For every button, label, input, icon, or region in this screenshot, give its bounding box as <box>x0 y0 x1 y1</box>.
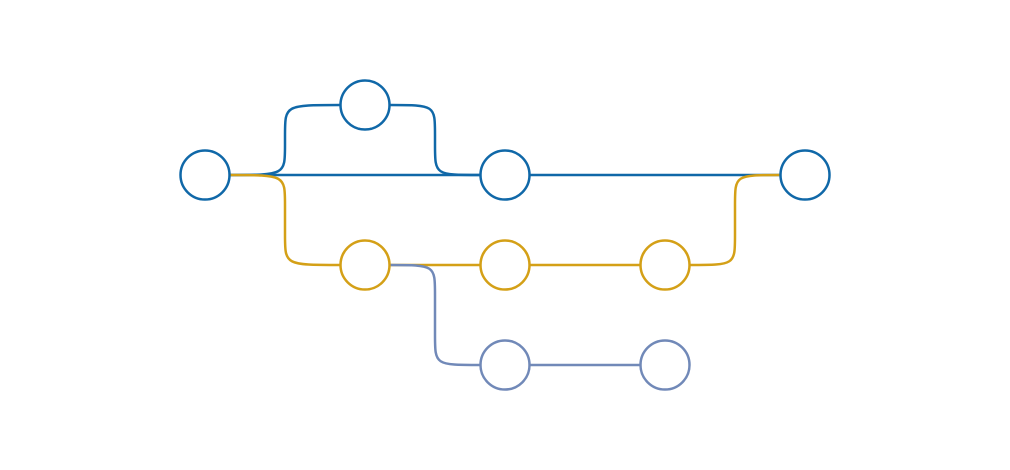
commit-node-s2[interactable] <box>639 339 691 391</box>
edge-m1-to-m2 <box>228 103 342 177</box>
commit-node-m3[interactable] <box>479 149 531 201</box>
edge-m1-to-f1 <box>228 173 342 267</box>
edge-m2-to-m3 <box>388 103 482 177</box>
commit-node-m1[interactable] <box>179 149 231 201</box>
node-layer <box>179 79 831 391</box>
edge-f1-to-s1 <box>388 263 482 367</box>
commit-node-f2[interactable] <box>479 239 531 291</box>
commit-node-f1[interactable] <box>339 239 391 291</box>
commit-node-m2[interactable] <box>339 79 391 131</box>
commit-node-s1[interactable] <box>479 339 531 391</box>
edge-layer <box>203 103 807 367</box>
edge-f3-to-m4 <box>688 173 782 267</box>
commit-node-f3[interactable] <box>639 239 691 291</box>
commit-node-m4[interactable] <box>779 149 831 201</box>
